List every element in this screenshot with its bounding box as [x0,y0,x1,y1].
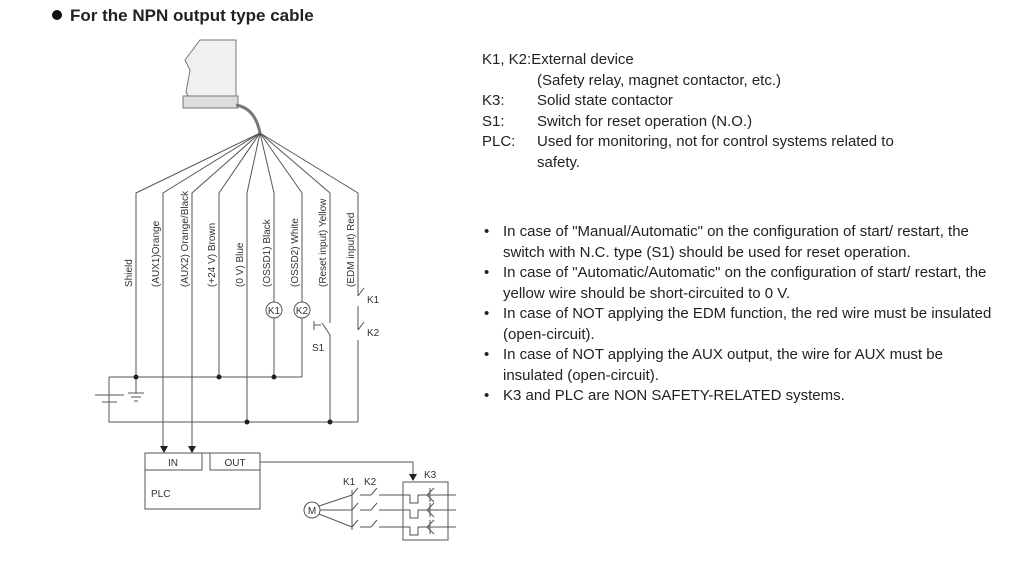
note-item: K3 and PLC are NON SAFETY-RELATED system… [482,386,992,407]
wire-label: (EDM input) Red [346,213,357,287]
title-text: For the NPN output type cable [70,6,314,25]
legend-subtext: (Safety relay, magnet contactor, etc.) [537,71,781,89]
relay-coil-k1: K1 [265,301,283,319]
svg-text:K1: K1 [367,295,380,306]
legend-key: K3: [482,92,505,109]
relay-coil-k2: K2 [293,301,311,319]
motor-and-contacts: M K1 K2 [303,477,403,530]
svg-text:OUT: OUT [224,458,245,469]
notes-list: In case of "Manual/Automatic" on the con… [482,222,992,407]
bullet-icon [52,10,62,20]
wire-label: (+24 V) Brown [207,223,218,287]
svg-text:K2: K2 [367,328,380,339]
svg-text:M: M [308,506,316,517]
wire-0 [135,132,261,377]
svg-text:K1: K1 [343,477,356,488]
wire-8 [259,132,359,194]
legend-key: S1: [482,112,505,130]
legend-key: K1, K2: [482,51,532,68]
legend-text: External device [531,51,634,68]
note-item: In case of "Manual/Automatic" on the con… [482,222,992,263]
svg-text:K2: K2 [364,477,377,488]
legend: K1, K2:External device(Safety relay, mag… [482,50,894,173]
section-title: For the NPN output type cable [52,6,314,26]
svg-text:K3: K3 [424,470,437,481]
solid-state-contactor-k3: K3 [402,470,456,541]
wire-label: (OSSD1) Black [262,218,273,287]
wire-7 [259,132,331,194]
note-item: In case of NOT applying the EDM function… [482,304,992,345]
legend-text: Used for monitoring, not for control sys… [537,133,894,150]
legend-item: K3: Solid state contactor [482,91,894,112]
legend-item: S1: Switch for reset operation (N.O.) [482,112,894,133]
wire-2 [191,132,261,446]
wire-1 [162,132,261,446]
svg-text:IN: IN [168,458,178,469]
sensor-device [182,39,262,134]
plc-box: IN OUT PLC [144,452,261,510]
legend-item: K1, K2:External device [482,50,894,71]
wire-label: Shield [124,259,135,287]
legend-key: PLC: [482,133,516,150]
wire-6 [259,132,303,302]
svg-text:PLC: PLC [151,489,170,500]
note-item: In case of NOT applying the AUX output, … [482,345,992,386]
aux-arrows [160,446,196,453]
legend-subtext: safety. [537,153,581,171]
wire-4 [246,132,261,422]
ground-symbol [128,377,144,402]
wire-label: (0 V) Blue [235,242,246,287]
battery-symbol [95,377,124,422]
reset-switch-s1: S1 [312,193,331,354]
svg-text:K2: K2 [296,306,309,317]
wire-3 [218,132,261,377]
svg-text:K1: K1 [268,306,281,317]
svg-text:S1: S1 [312,343,325,354]
legend-text: Switch for reset operation (N.O.) [537,112,753,130]
legend-item: PLC: Used for monitoring, not for control… [482,132,894,153]
legend-text: Solid state contactor [537,92,673,109]
wire-label: (OSSD2) White [290,218,301,287]
wire-label: (AUX2) Orange/Black [180,190,191,287]
wire-label: (Reset input) Yellow [318,198,329,287]
note-item: In case of "Automatic/Automatic" on the … [482,263,992,304]
wire-label: (AUX1)Orange [151,220,162,287]
